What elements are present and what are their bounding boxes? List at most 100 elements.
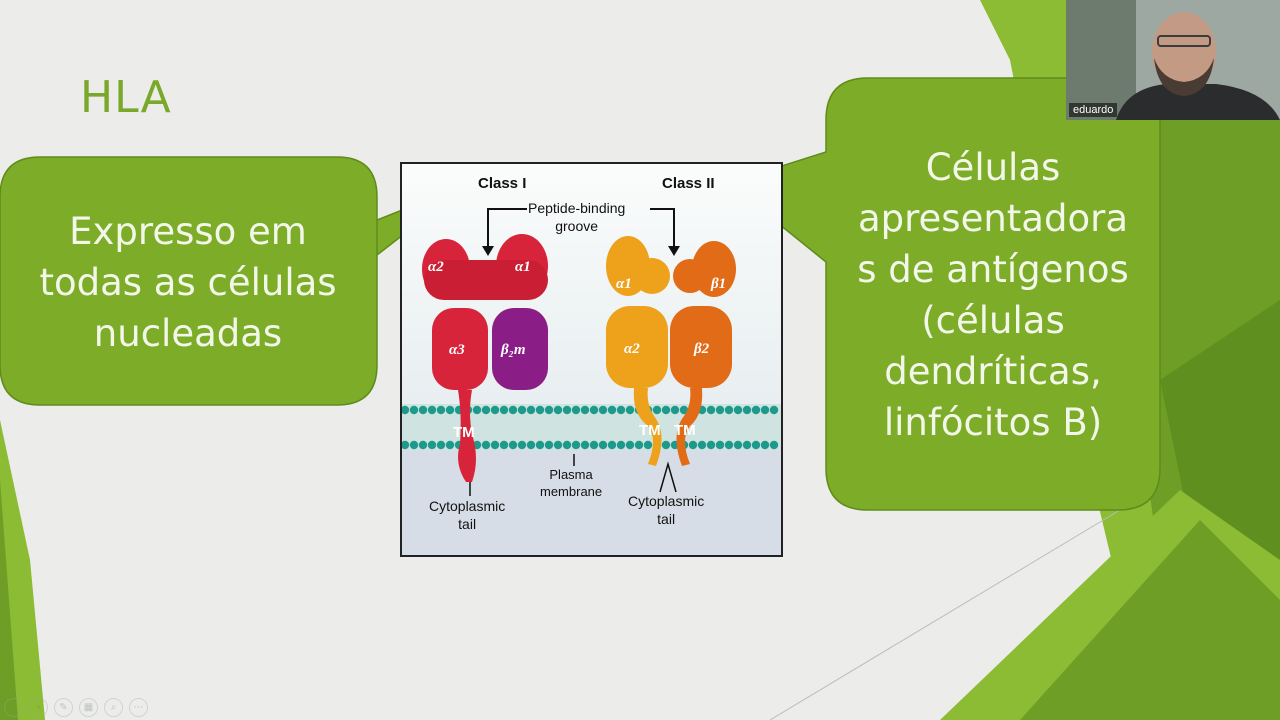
lipid-head	[715, 440, 725, 450]
pen-icon[interactable]: ✎	[54, 698, 73, 717]
lipid-head	[688, 440, 698, 450]
callout-right-line: s de antígenos	[857, 248, 1129, 291]
lipid-head	[742, 440, 752, 450]
groove-label-line: Peptide-binding	[528, 200, 626, 216]
lipid-head	[661, 440, 671, 450]
lipid-head	[643, 440, 653, 450]
next-icon[interactable]: ›	[29, 698, 48, 717]
lipid-head	[418, 440, 428, 450]
class-i-b2m-label: β₂m	[501, 342, 526, 358]
webcam-head	[1152, 12, 1216, 92]
class-i-molecule	[422, 234, 548, 482]
groove-arrowhead-right	[668, 246, 680, 256]
webcam-beard	[1154, 58, 1214, 96]
groove-label-line: groove	[555, 218, 599, 234]
webcam-thumbnail[interactable]: eduardo	[1066, 0, 1280, 120]
class-ii-a1-lobe	[634, 258, 670, 294]
cyto-right-leader	[659, 461, 677, 493]
prev-icon[interactable]: ‹	[4, 698, 23, 717]
class-ii-b2-label: β2	[694, 341, 710, 357]
lipid-head	[402, 440, 410, 450]
lipid-head	[402, 405, 410, 415]
class-i-label: Class I	[478, 175, 527, 192]
cyto-right-label: Cytoplasmic tail	[628, 492, 704, 528]
lipid-head	[490, 440, 500, 450]
class-ii-tm-label: TM	[674, 422, 696, 439]
lipid-head	[589, 440, 599, 450]
lipid-head	[652, 405, 662, 415]
lipid-head	[742, 405, 752, 415]
cyto-right-line: tail	[657, 511, 676, 527]
callout-left-bubble	[0, 156, 471, 406]
class-i-b2m-domain	[492, 308, 548, 390]
zoom-icon[interactable]: ⌕	[104, 698, 123, 717]
lipid-head	[535, 440, 545, 450]
lipid-head	[769, 405, 779, 415]
lipid-head	[733, 405, 743, 415]
lipid-head	[706, 440, 716, 450]
bg-green-shape	[0, 480, 18, 720]
class-ii-a2-label: α2	[624, 341, 640, 357]
lipid-head	[733, 440, 743, 450]
callout-right-line: dendríticas,	[884, 350, 1102, 393]
groove-label: Peptide-binding groove	[528, 199, 625, 235]
lipid-head	[571, 440, 581, 450]
lipid-head	[553, 440, 563, 450]
lipid-head	[598, 440, 608, 450]
webcam-glasses	[1157, 35, 1211, 47]
lipid-head	[580, 440, 590, 450]
class-ii-b1-lobe	[673, 259, 707, 293]
callout-right-line: linfócitos B)	[883, 401, 1103, 444]
class-i-tm-segment	[458, 390, 476, 482]
lipid-head	[499, 440, 509, 450]
class-ii-tm-label: TM	[639, 422, 661, 439]
webcam-name-tag: eduardo	[1069, 103, 1118, 117]
cyto-left-label: Cytoplasmic tail	[429, 497, 505, 533]
lipid-head	[562, 405, 572, 415]
mhc-illustration	[402, 208, 781, 555]
lipid-head	[481, 440, 491, 450]
lipid-head	[553, 405, 563, 415]
lipid-head	[625, 440, 635, 450]
lipid-head	[598, 405, 608, 415]
callout-right-line: apresentadora	[857, 197, 1128, 240]
lipid-head	[751, 440, 761, 450]
lipid-head	[760, 405, 770, 415]
lipid-head	[535, 405, 545, 415]
lipid-head	[634, 440, 644, 450]
class-i-a3-label: α3	[449, 342, 465, 358]
lipid-head	[409, 405, 419, 415]
slide-title: HLA	[80, 72, 172, 123]
more-icon[interactable]: ⋯	[129, 698, 148, 717]
membrane-line: Plasma	[549, 467, 593, 482]
callout-right-text: Células apresentadora s de antígenos (cé…	[835, 142, 1151, 448]
lipid-head	[571, 405, 581, 415]
class-ii-a1-label: α1	[616, 276, 632, 292]
lipid-head	[589, 405, 599, 415]
class-ii-a2-domain	[606, 306, 668, 388]
lipid-head	[544, 440, 554, 450]
slides-icon[interactable]: ▦	[79, 698, 98, 717]
lipid-head	[562, 440, 572, 450]
lipid-head	[769, 440, 779, 450]
lipid-head	[616, 440, 626, 450]
lipid-head	[499, 405, 509, 415]
class-ii-label: Class II	[662, 175, 715, 192]
lipid-head	[436, 440, 446, 450]
class-ii-beta-tail	[676, 388, 703, 466]
callout-left-line: todas as células	[39, 261, 337, 304]
callout-left-line: Expresso em	[69, 210, 307, 253]
class-ii-alpha-tail	[633, 388, 662, 466]
lipid-head	[517, 405, 527, 415]
lipid-head	[427, 405, 437, 415]
cyto-left-line: Cytoplasmic	[429, 498, 506, 514]
lipid-head	[490, 405, 500, 415]
class-i-groove-floor	[424, 260, 548, 300]
lipid-head	[436, 405, 446, 415]
lipid-head	[760, 440, 770, 450]
callout-left-text: Expresso em todas as células nucleadas	[18, 206, 358, 359]
class-i-a1-label: α1	[515, 259, 531, 275]
lipid-head	[517, 440, 527, 450]
groove-arrow-left	[487, 208, 527, 249]
presenter-toolbar: ‹ › ✎ ▦ ⌕ ⋯	[4, 698, 148, 717]
